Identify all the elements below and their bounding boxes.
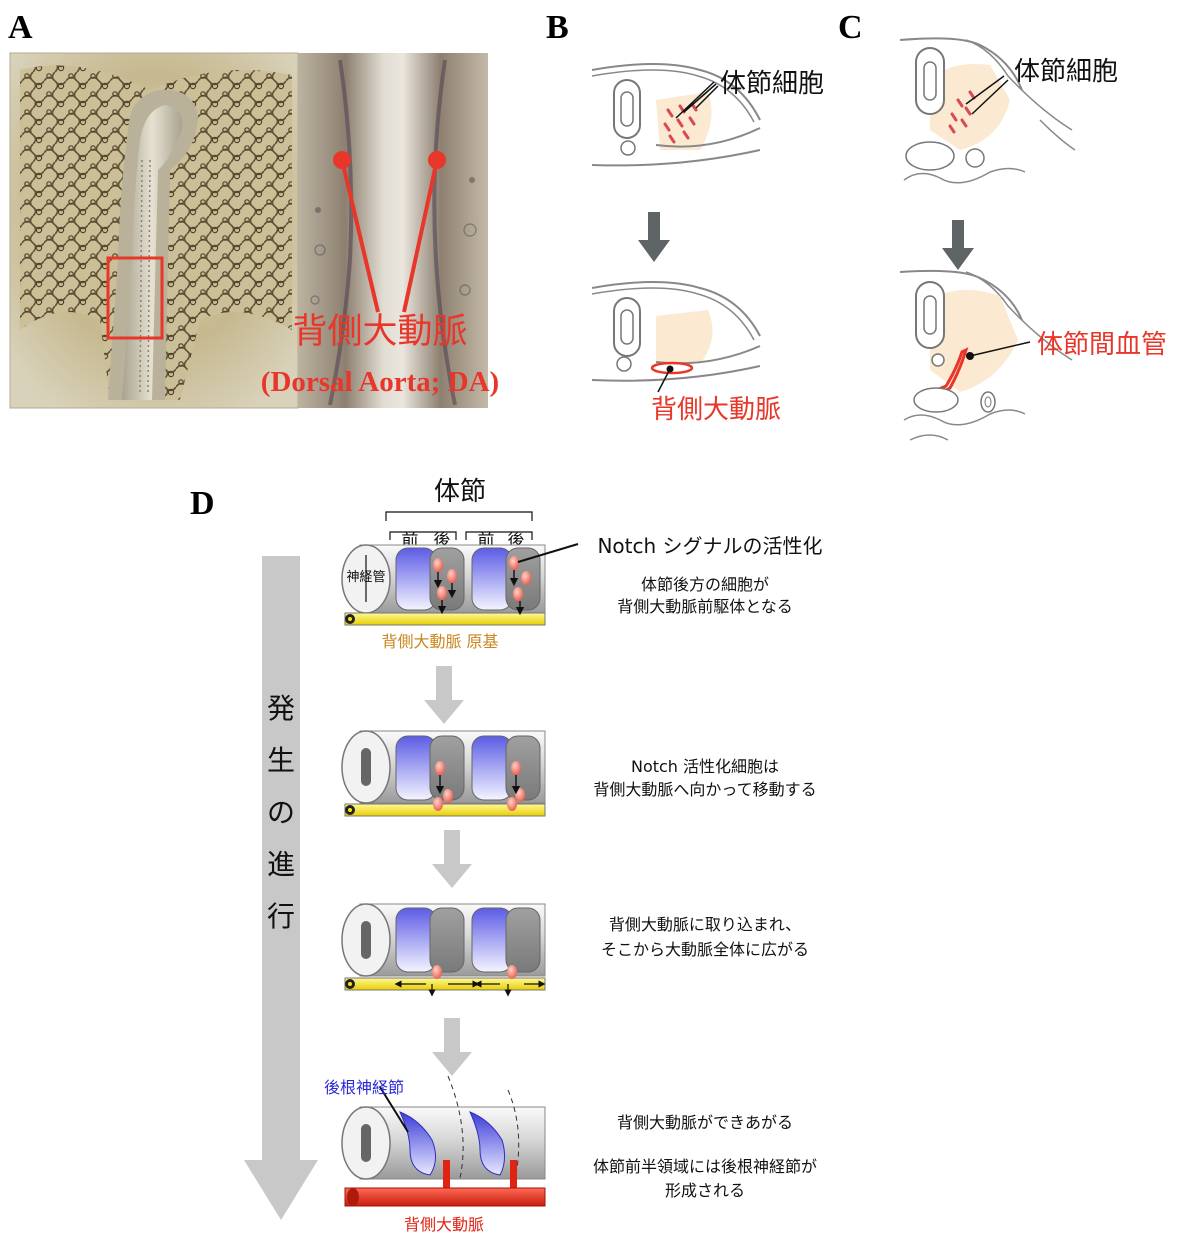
panel-c: C 体節細胞 [838, 9, 1167, 440]
panel-a-label: A [8, 9, 33, 46]
progress-char: 発 [267, 692, 295, 725]
aorta-label-b: 背側大動脈 [651, 395, 781, 425]
step-2-line-1: Notch 活性化細胞は [631, 757, 779, 776]
step-2-line-2: 背側大動脈へ向かって移動する [593, 780, 816, 799]
embryo-photo [10, 53, 298, 408]
neural-tube-label: 神経管 [346, 570, 385, 585]
progress-char: の [267, 796, 295, 829]
panel-d-label: D [190, 485, 215, 522]
cross-section-b2 [592, 282, 760, 392]
step-3-line-2: そこから大動脈全体に広がる [601, 940, 809, 959]
step-arrow [424, 666, 464, 724]
down-arrow-b [638, 212, 670, 262]
panel-a: A [8, 9, 499, 408]
aorta-final-label: 背側大動脈 [404, 1215, 484, 1234]
panel-b: B 体節細胞 [546, 9, 824, 425]
progress-char: 進 [267, 848, 295, 881]
panel-b-label: B [546, 9, 569, 46]
step-5-line-1: 体節前半領域には後根神経節が [593, 1157, 817, 1176]
intersomitic-vessel-label: 体節間血管 [1037, 330, 1167, 360]
step-3-line-1: 背側大動脈に取り込まれ、 [609, 915, 801, 934]
dorsal-aorta-callout-en: (Dorsal Aorta; DA) [261, 366, 499, 398]
zoom-photo [298, 53, 488, 408]
somite-cells-label-b: 体節細胞 [720, 69, 824, 99]
step-4-line-1: 背側大動脈ができあがる [617, 1113, 793, 1132]
panel-c-label: C [838, 9, 863, 46]
progress-char: 生 [267, 744, 295, 777]
development-progress-arrow [244, 556, 318, 1220]
step-arrow [432, 1018, 472, 1076]
step-2-diagram [342, 731, 545, 816]
aorta-primordium-label: 背側大動脈 原基 [381, 632, 498, 651]
down-arrow-c [942, 220, 974, 270]
somite-cells-label-c: 体節細胞 [1014, 57, 1118, 87]
progress-char: 行 [267, 900, 295, 933]
panel-d: D 発 生 の 進 行 体節 前 後 前 後 [190, 477, 823, 1234]
step-1-line-1: 体節後方の細胞が [641, 575, 769, 594]
notch-activation-label: Notch シグナルの活性化 [597, 534, 822, 558]
step-1-line-2: 背側大動脈前駆体となる [617, 597, 793, 616]
somite-header: 体節 [434, 477, 486, 507]
step-arrow [432, 830, 472, 888]
step-5-line-2: 形成される [665, 1181, 745, 1200]
drg-label: 後根神経節 [324, 1078, 404, 1097]
dorsal-aorta-callout-jp: 背側大動脈 [292, 312, 467, 352]
step-3-diagram [342, 904, 545, 993]
